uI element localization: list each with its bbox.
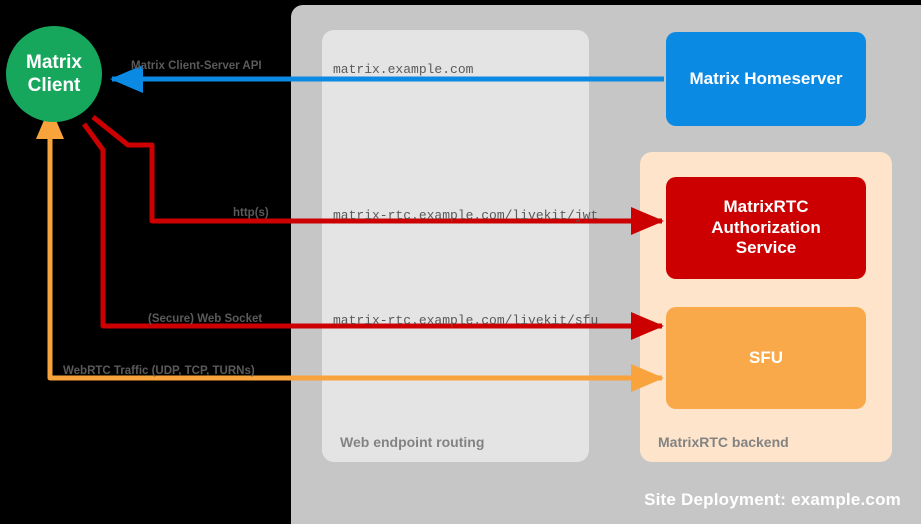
edge-label-http-s: http(s) xyxy=(233,207,269,219)
node-sfu-label: SFU xyxy=(749,347,783,367)
node-auth-line3: Service xyxy=(735,238,797,258)
edge-label-matrix-client-server-api: Matrix Client-Server API xyxy=(131,60,262,72)
group-web-endpoint-routing: Web endpoint routing xyxy=(322,30,589,462)
group-label-matrixrtc-backend: MatrixRTC backend xyxy=(658,434,789,450)
url-label-livekit-sfu: matrix-rtc.example.com/livekit/sfu xyxy=(333,313,599,328)
url-label-livekit-jwt: matrix-rtc.example.com/livekit/jwt xyxy=(333,208,599,223)
url-label-matrix-example-com: matrix.example.com xyxy=(333,62,474,77)
node-matrix-client-line1: Matrix xyxy=(26,51,82,73)
node-matrix-client-label: Matrix Client xyxy=(26,51,82,97)
edge-label-webrtc-traffic: WebRTC Traffic (UDP, TCP, TURNs) xyxy=(63,365,255,377)
node-matrix-homeserver[interactable]: Matrix Homeserver xyxy=(666,32,866,126)
node-matrix-homeserver-label: Matrix Homeserver xyxy=(689,68,843,88)
site-deployment-label: Site Deployment: example.com xyxy=(644,490,901,509)
node-auth-line1: MatrixRTC xyxy=(723,196,809,216)
node-matrixrtc-authorization-service[interactable]: MatrixRTC Authorization Service xyxy=(666,177,866,279)
node-auth-line2: Authorization xyxy=(711,217,821,237)
node-sfu[interactable]: SFU xyxy=(666,307,866,409)
node-matrix-client[interactable]: Matrix Client xyxy=(6,26,102,122)
group-label-web-endpoint-routing: Web endpoint routing xyxy=(340,434,485,450)
node-matrix-client-line2: Client xyxy=(27,75,81,96)
edge-label-secure-web-socket: (Secure) Web Socket xyxy=(148,313,263,325)
node-matrixrtc-authorization-service-label: MatrixRTC Authorization Service xyxy=(711,197,821,259)
